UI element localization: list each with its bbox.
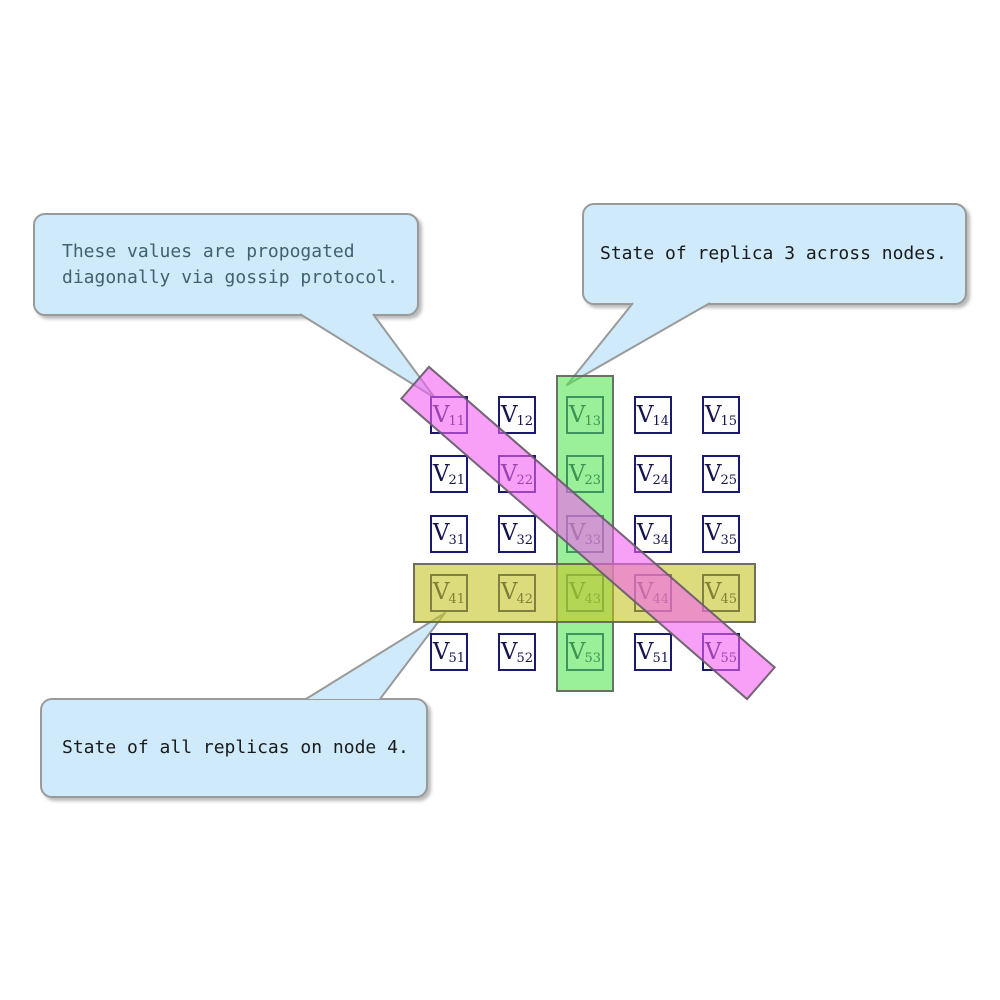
cell-base-label: V	[432, 638, 450, 665]
cell-base-label: V	[500, 401, 518, 428]
cell-subscript: 51	[448, 651, 466, 666]
pointer-node4-to-row	[305, 612, 446, 700]
cell-base-label: V	[432, 520, 450, 546]
cell-base-label: V	[636, 460, 654, 487]
callout-node4-text: State of all replicas on node 4.	[62, 737, 409, 758]
cell-subscript: 14	[652, 414, 670, 429]
cell-base-label: V	[704, 460, 722, 487]
cell-subscript: 25	[720, 473, 738, 489]
cell-subscript: 51	[652, 651, 670, 666]
cell-base-label: V	[704, 520, 722, 546]
cell-base-label: V	[500, 638, 518, 665]
cell-base-label: V	[636, 638, 654, 665]
callout-gossip-note: These values are propogated diagonally v…	[33, 213, 419, 316]
callout-replica3-text: State of replica 3 across nodes.	[600, 243, 947, 264]
cell-base-label: V	[500, 520, 518, 546]
cell-base-label: V	[704, 401, 722, 428]
callout-gossip-line1: These values are propogated	[62, 240, 355, 262]
cell-subscript: 21	[448, 473, 466, 489]
cell-subscript: 31	[448, 532, 466, 548]
pointer-replica3-to-column	[566, 302, 711, 386]
cell-subscript: 24	[652, 473, 670, 489]
cell-subscript: 34	[652, 532, 670, 548]
callout-node4-note: State of all replicas on node 4.	[40, 698, 428, 798]
cell-base-label: V	[636, 520, 654, 546]
cell-base-label: V	[432, 460, 450, 487]
cell-subscript: 15	[720, 414, 738, 429]
cell-subscript: 32	[516, 532, 534, 548]
callout-gossip-line2: diagonally via gossip protocol.	[62, 266, 398, 288]
cell-subscript: 52	[516, 651, 534, 666]
cell-subscript: 12	[516, 414, 534, 429]
cell-subscript: 35	[720, 532, 738, 548]
cell-base-label: V	[636, 401, 654, 428]
callout-replica3-note: State of replica 3 across nodes.	[582, 203, 967, 305]
